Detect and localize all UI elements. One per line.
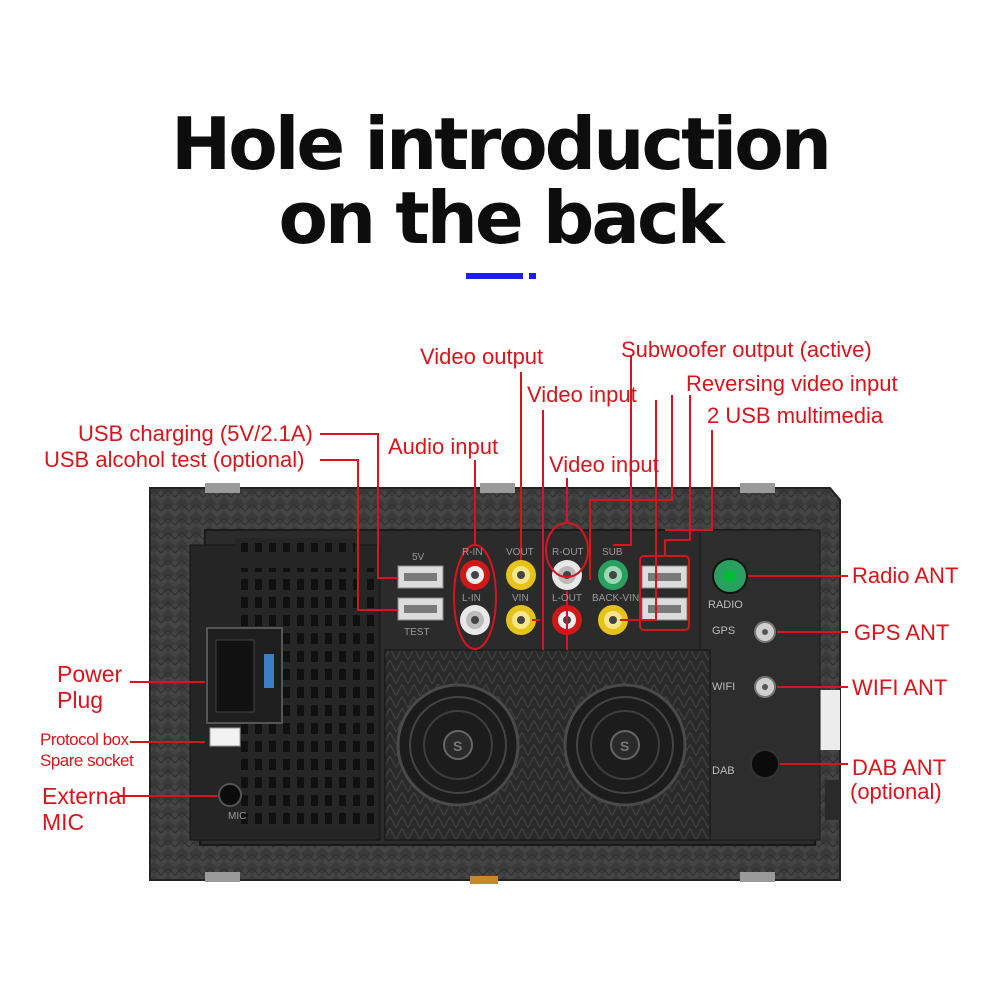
cooling-fan-right xyxy=(563,683,687,807)
label-dab-optional: (optional) xyxy=(850,779,942,804)
wifi-antenna-jack[interactable] xyxy=(754,676,776,698)
label-gps-ant: GPS ANT xyxy=(854,620,950,645)
callout-lines xyxy=(118,355,848,797)
print-vin: VIN xyxy=(512,593,529,604)
rca-video-out[interactable] xyxy=(506,560,536,590)
label-usb-alcohol-test: USB alcohol test (optional) xyxy=(44,447,305,472)
usb-port-charging[interactable] xyxy=(397,565,444,589)
label-power-plug-1: Power xyxy=(57,661,123,687)
print-l-in: L-IN xyxy=(462,593,481,604)
print-test: TEST xyxy=(404,627,430,638)
label-radio-ant: Radio ANT xyxy=(852,563,959,588)
label-subwoofer-output: Subwoofer output (active) xyxy=(621,337,872,362)
power-plug-socket[interactable] xyxy=(206,627,283,724)
print-r-in: R-IN xyxy=(462,547,483,558)
label-protocol-box: Protocol box xyxy=(40,730,129,749)
page-title-line-1: Hole introduction xyxy=(171,102,832,186)
print-dab: DAB xyxy=(712,765,735,777)
label-external-mic-1: External xyxy=(42,783,127,809)
label-spare-socket: Spare socket xyxy=(40,751,134,770)
label-usb-charging: USB charging (5V/2.1A) xyxy=(78,421,313,446)
print-sub: SUB xyxy=(602,547,623,558)
label-dab-ant: DAB ANT xyxy=(852,755,947,780)
rca-audio-r-in[interactable] xyxy=(460,560,490,590)
label-external-mic-2: MIC xyxy=(42,809,85,835)
rca-audio-l-in[interactable] xyxy=(460,605,490,635)
rca-subwoofer[interactable] xyxy=(598,560,628,590)
print-vout: VOUT xyxy=(506,547,534,558)
accent-dot xyxy=(529,273,536,279)
fan-mark-left: S xyxy=(453,738,463,754)
print-gps: GPS xyxy=(712,625,736,637)
label-video-input-top: Video input xyxy=(527,382,637,407)
print-r-out: R-OUT xyxy=(552,547,584,558)
label-power-plug-2: Plug xyxy=(57,687,104,713)
radio-antenna-jack[interactable] xyxy=(712,558,748,594)
print-mic: MIC xyxy=(228,811,247,822)
rca-back-vin[interactable] xyxy=(598,605,628,635)
rca-r-out[interactable] xyxy=(552,560,582,590)
label-video-output: Video output xyxy=(420,344,544,369)
label-video-input-mid: Video input xyxy=(549,452,659,477)
cooling-fan-left xyxy=(396,683,520,807)
fan-mark-right: S xyxy=(620,738,630,754)
gps-antenna-jack[interactable] xyxy=(754,621,776,643)
page-title-line-2: on the back xyxy=(278,176,724,260)
print-wifi: WIFI xyxy=(712,681,736,693)
label-wifi-ant: WIFI ANT xyxy=(852,675,948,700)
print-l-out: L-OUT xyxy=(552,593,582,604)
usb-port-test[interactable] xyxy=(397,597,444,621)
usb-port-multimedia-2[interactable] xyxy=(641,597,688,621)
rca-video-in[interactable] xyxy=(506,605,536,635)
print-radio: RADIO xyxy=(708,599,743,611)
label-usb-multimedia: 2 USB multimedia xyxy=(707,403,884,428)
external-mic-jack[interactable] xyxy=(218,783,242,807)
print-back-vin: BACK-VIN xyxy=(592,593,640,604)
print-5v: 5V xyxy=(412,552,425,563)
dab-antenna-hole[interactable] xyxy=(750,749,780,779)
label-audio-input: Audio input xyxy=(388,434,499,459)
protocol-box-socket[interactable] xyxy=(209,727,241,747)
accent-bar xyxy=(466,273,523,279)
usb-port-multimedia-1[interactable] xyxy=(641,565,688,589)
label-reversing-video-input: Reversing video input xyxy=(686,371,898,396)
